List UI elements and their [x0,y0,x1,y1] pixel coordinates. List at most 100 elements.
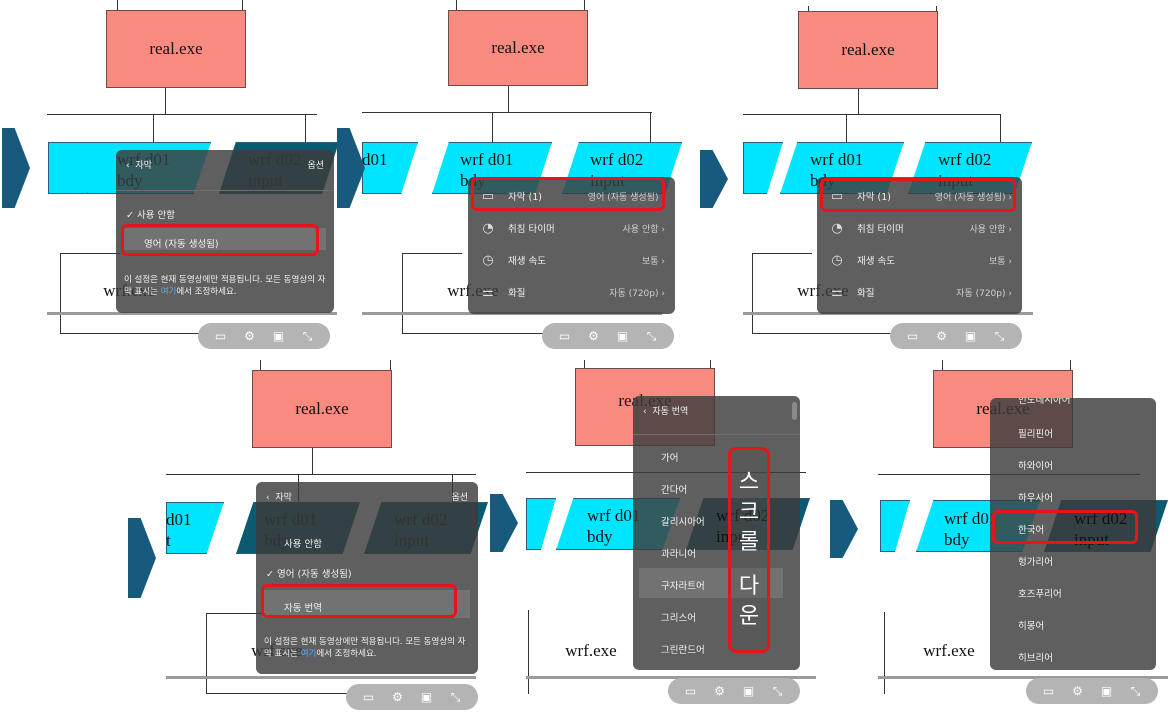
language-item[interactable]: 헝가리어 [1018,557,1053,568]
settings-link[interactable]: 여기 [160,287,177,297]
options-link[interactable]: 옵션 [307,161,324,171]
language-item[interactable]: 히브리어 [1018,653,1053,664]
language-item-korean[interactable]: 한국어 [1018,525,1045,536]
language-item[interactable]: 과라니어 [661,549,696,560]
settings-gear-icon[interactable]: ⚙ [588,329,599,343]
caption-option-off[interactable]: ✓ 사용 안함 [126,210,175,221]
captions-icon[interactable]: ▭ [362,690,375,704]
timer-icon: ◔ [831,220,843,236]
theater-mode-icon[interactable]: ▣ [420,690,433,704]
chevron-right-icon: › [661,288,665,299]
caption-note: 이 설정은 현재 동영상에만 적용됩니다. 모든 동영상의 자막 표시는 여기에… [124,275,326,297]
settings-gear-icon[interactable]: ⚙ [936,329,947,343]
quality-sliders-icon: ⚌ [831,284,843,300]
real-exe-box: real.exe [798,11,938,89]
captions-menu: ‹ 자막 옵션 ✓ 사용 안함 영어 (자동 생성됨) 이 설정은 현재 동영상… [116,150,334,313]
chevron-right-icon: › [661,256,665,267]
player-controls: ▭ ⚙ ▣ ⤡ [668,678,800,704]
fullscreen-icon[interactable]: ⤡ [646,328,657,343]
captions-icon[interactable]: ▭ [684,684,697,698]
language-item[interactable]: 하우사어 [1018,493,1053,504]
theater-mode-icon[interactable]: ▣ [272,329,285,343]
quality-sliders-icon: ⚌ [482,284,494,300]
check-icon: ✓ [126,210,134,221]
language-item[interactable]: 히몽어 [1018,621,1045,632]
caption-option-off[interactable]: 사용 안함 [284,539,322,550]
real-exe-label: real.exe [149,39,203,58]
caption-note: 이 설정은 현재 동영상에만 적용됩니다. 모든 동영상의 자막 표시는 여기에… [264,637,466,659]
language-item[interactable]: 필리핀어 [1018,429,1053,440]
captions-icon[interactable]: ▭ [558,329,571,343]
speed-icon: ◷ [482,252,494,268]
settings-gear-icon[interactable]: ⚙ [244,329,255,343]
flow-arrow-icon [128,518,156,598]
player-controls: ▭ ⚙ ▣ ⤡ [1026,678,1158,704]
fullscreen-icon[interactable]: ⤡ [302,328,313,343]
language-item[interactable]: 간다어 [661,485,688,496]
fullscreen-icon[interactable]: ⤡ [1130,683,1141,698]
theater-mode-icon[interactable]: ▣ [964,329,977,343]
language-item[interactable]: 그리스어 [661,613,696,624]
auto-translate-menu: ‹ 자동 번역 가어 간다어 갈리시아어 과라니어 구자라트어 그리스어 그린란… [633,396,800,670]
language-item[interactable]: 호즈푸리어 [1018,589,1062,600]
player-controls: ▭ ⚙ ▣ ⤡ [890,323,1022,349]
theater-mode-icon[interactable]: ▣ [616,329,629,343]
settings-gear-icon[interactable]: ⚙ [392,690,403,704]
caption-option-auto-translate[interactable]: 자동 번역 [284,603,322,614]
options-link[interactable]: 옵션 [451,493,468,503]
caption-option-english[interactable]: ✓ 영어 (자동 생성됨) [266,569,352,580]
real-exe-box: real.exe [106,10,246,88]
settings-gear-icon[interactable]: ⚙ [1072,684,1083,698]
highlight-auto-translate [261,584,457,618]
scroll-down-annotation: 스 크 롤 다 운 [728,447,770,653]
real-exe-box: real.exe [448,10,588,86]
fullscreen-icon[interactable]: ⤡ [772,683,783,698]
language-item[interactable]: 하와이어 [1018,461,1053,472]
real-exe-box: real.exe [252,370,392,448]
highlight-subtitles-row [471,177,665,211]
theater-mode-icon[interactable]: ▣ [1100,684,1113,698]
highlight-english [121,224,319,256]
menu-title: 자막 [135,161,152,171]
highlight-subtitles-row [820,178,1016,212]
back-icon[interactable]: ‹ [266,493,270,503]
settings-gear-icon[interactable]: ⚙ [714,684,725,698]
speed-icon: ◷ [831,252,843,268]
theater-mode-icon[interactable]: ▣ [742,684,755,698]
back-icon[interactable]: ‹ [126,161,130,171]
language-item[interactable]: 그린란드어 [661,645,705,656]
settings-row-subtitles[interactable]: ▭자막 (1)영어 (자동 생성됨) › [830,188,1012,204]
fullscreen-icon[interactable]: ⤡ [450,689,461,704]
language-item[interactable]: 갈리시아어 [661,517,705,528]
language-item[interactable]: 가어 [661,453,679,464]
captions-icon[interactable]: ▭ [1042,684,1055,698]
captions-icon: ▭ [481,188,495,204]
captions-icon[interactable]: ▭ [906,329,919,343]
back-icon[interactable]: ‹ [643,407,647,417]
language-item[interactable]: 인도네시아어 [1018,398,1071,406]
menu-scrollbar[interactable] [792,402,797,420]
chevron-right-icon: › [661,224,665,235]
language-item[interactable]: 구자라트어 [661,581,705,592]
player-controls: ▭ ⚙ ▣ ⤡ [198,323,330,349]
fullscreen-icon[interactable]: ⤡ [994,328,1005,343]
captions-icon[interactable]: ▭ [214,329,227,343]
caption-option-english[interactable]: 영어 (자동 생성됨) [144,239,219,250]
